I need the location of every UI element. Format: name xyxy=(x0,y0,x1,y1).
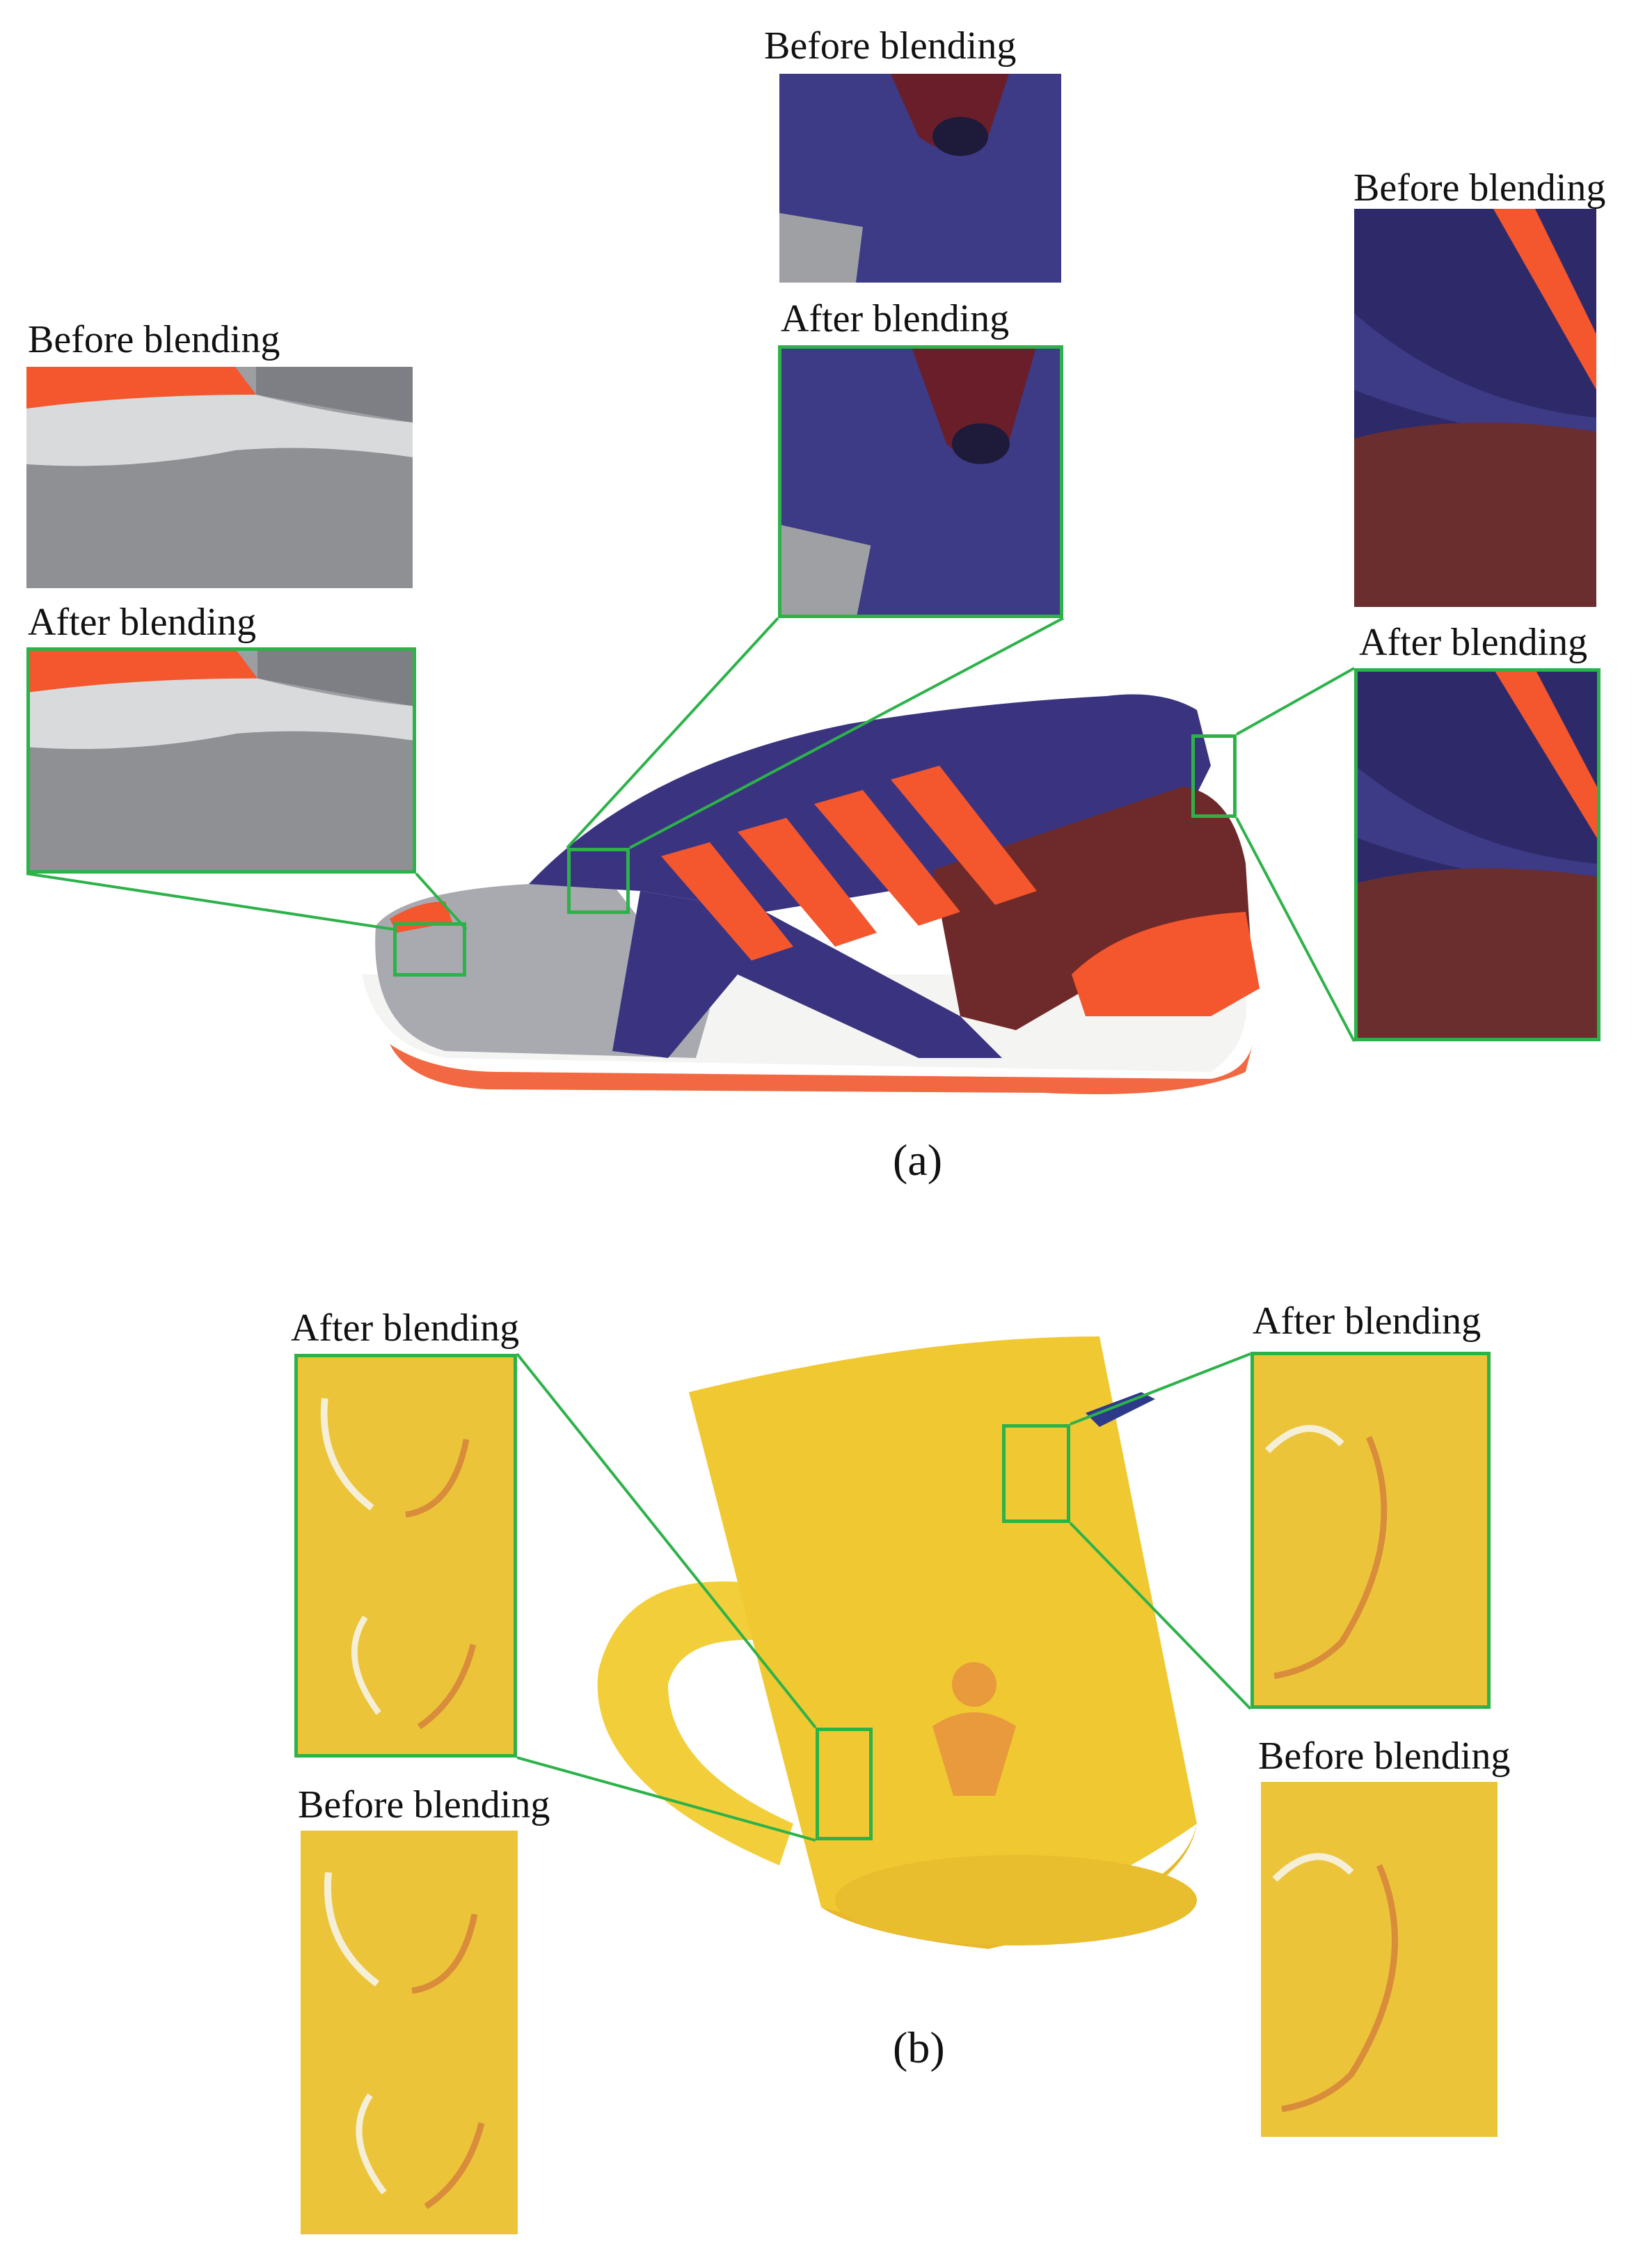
shoe-heel-highlight-box xyxy=(1191,734,1237,818)
top-before-inset xyxy=(779,74,1061,283)
mug-right-before-label: Before blending xyxy=(1258,1735,1511,1778)
shoe-toe-highlight-box xyxy=(393,922,466,977)
mug-right-before-inset xyxy=(1261,1782,1498,2137)
mug-image xyxy=(571,1309,1211,1991)
caption-b: (b) xyxy=(893,2023,945,2072)
top-after-inset xyxy=(778,345,1063,618)
right-after-label: After blending xyxy=(1359,621,1588,664)
mug-right-after-label: After blending xyxy=(1253,1300,1482,1343)
right-before-label: Before blending xyxy=(1353,166,1606,210)
mug-left-before-inset xyxy=(301,1831,518,2234)
left-after-label: After blending xyxy=(28,601,257,644)
top-before-label: Before blending xyxy=(764,24,1017,68)
top-after-label: After blending xyxy=(781,297,1010,340)
mug-left-highlight-box xyxy=(816,1728,873,1840)
right-before-inset xyxy=(1354,209,1596,607)
right-after-inset xyxy=(1354,668,1601,1041)
left-after-inset xyxy=(26,647,416,874)
shoe-image xyxy=(348,682,1280,1114)
shoe-collar-highlight-box xyxy=(567,848,630,914)
mug-left-before-label: Before blending xyxy=(298,1783,550,1826)
mug-right-highlight-box xyxy=(1002,1424,1070,1523)
mug-left-after-inset xyxy=(294,1354,517,1758)
mug-left-after-label: After blending xyxy=(291,1306,520,1350)
caption-a: (a) xyxy=(893,1135,943,1185)
left-before-label: Before blending xyxy=(28,318,280,361)
left-before-inset xyxy=(26,367,413,588)
mug-right-after-inset xyxy=(1250,1352,1491,1709)
